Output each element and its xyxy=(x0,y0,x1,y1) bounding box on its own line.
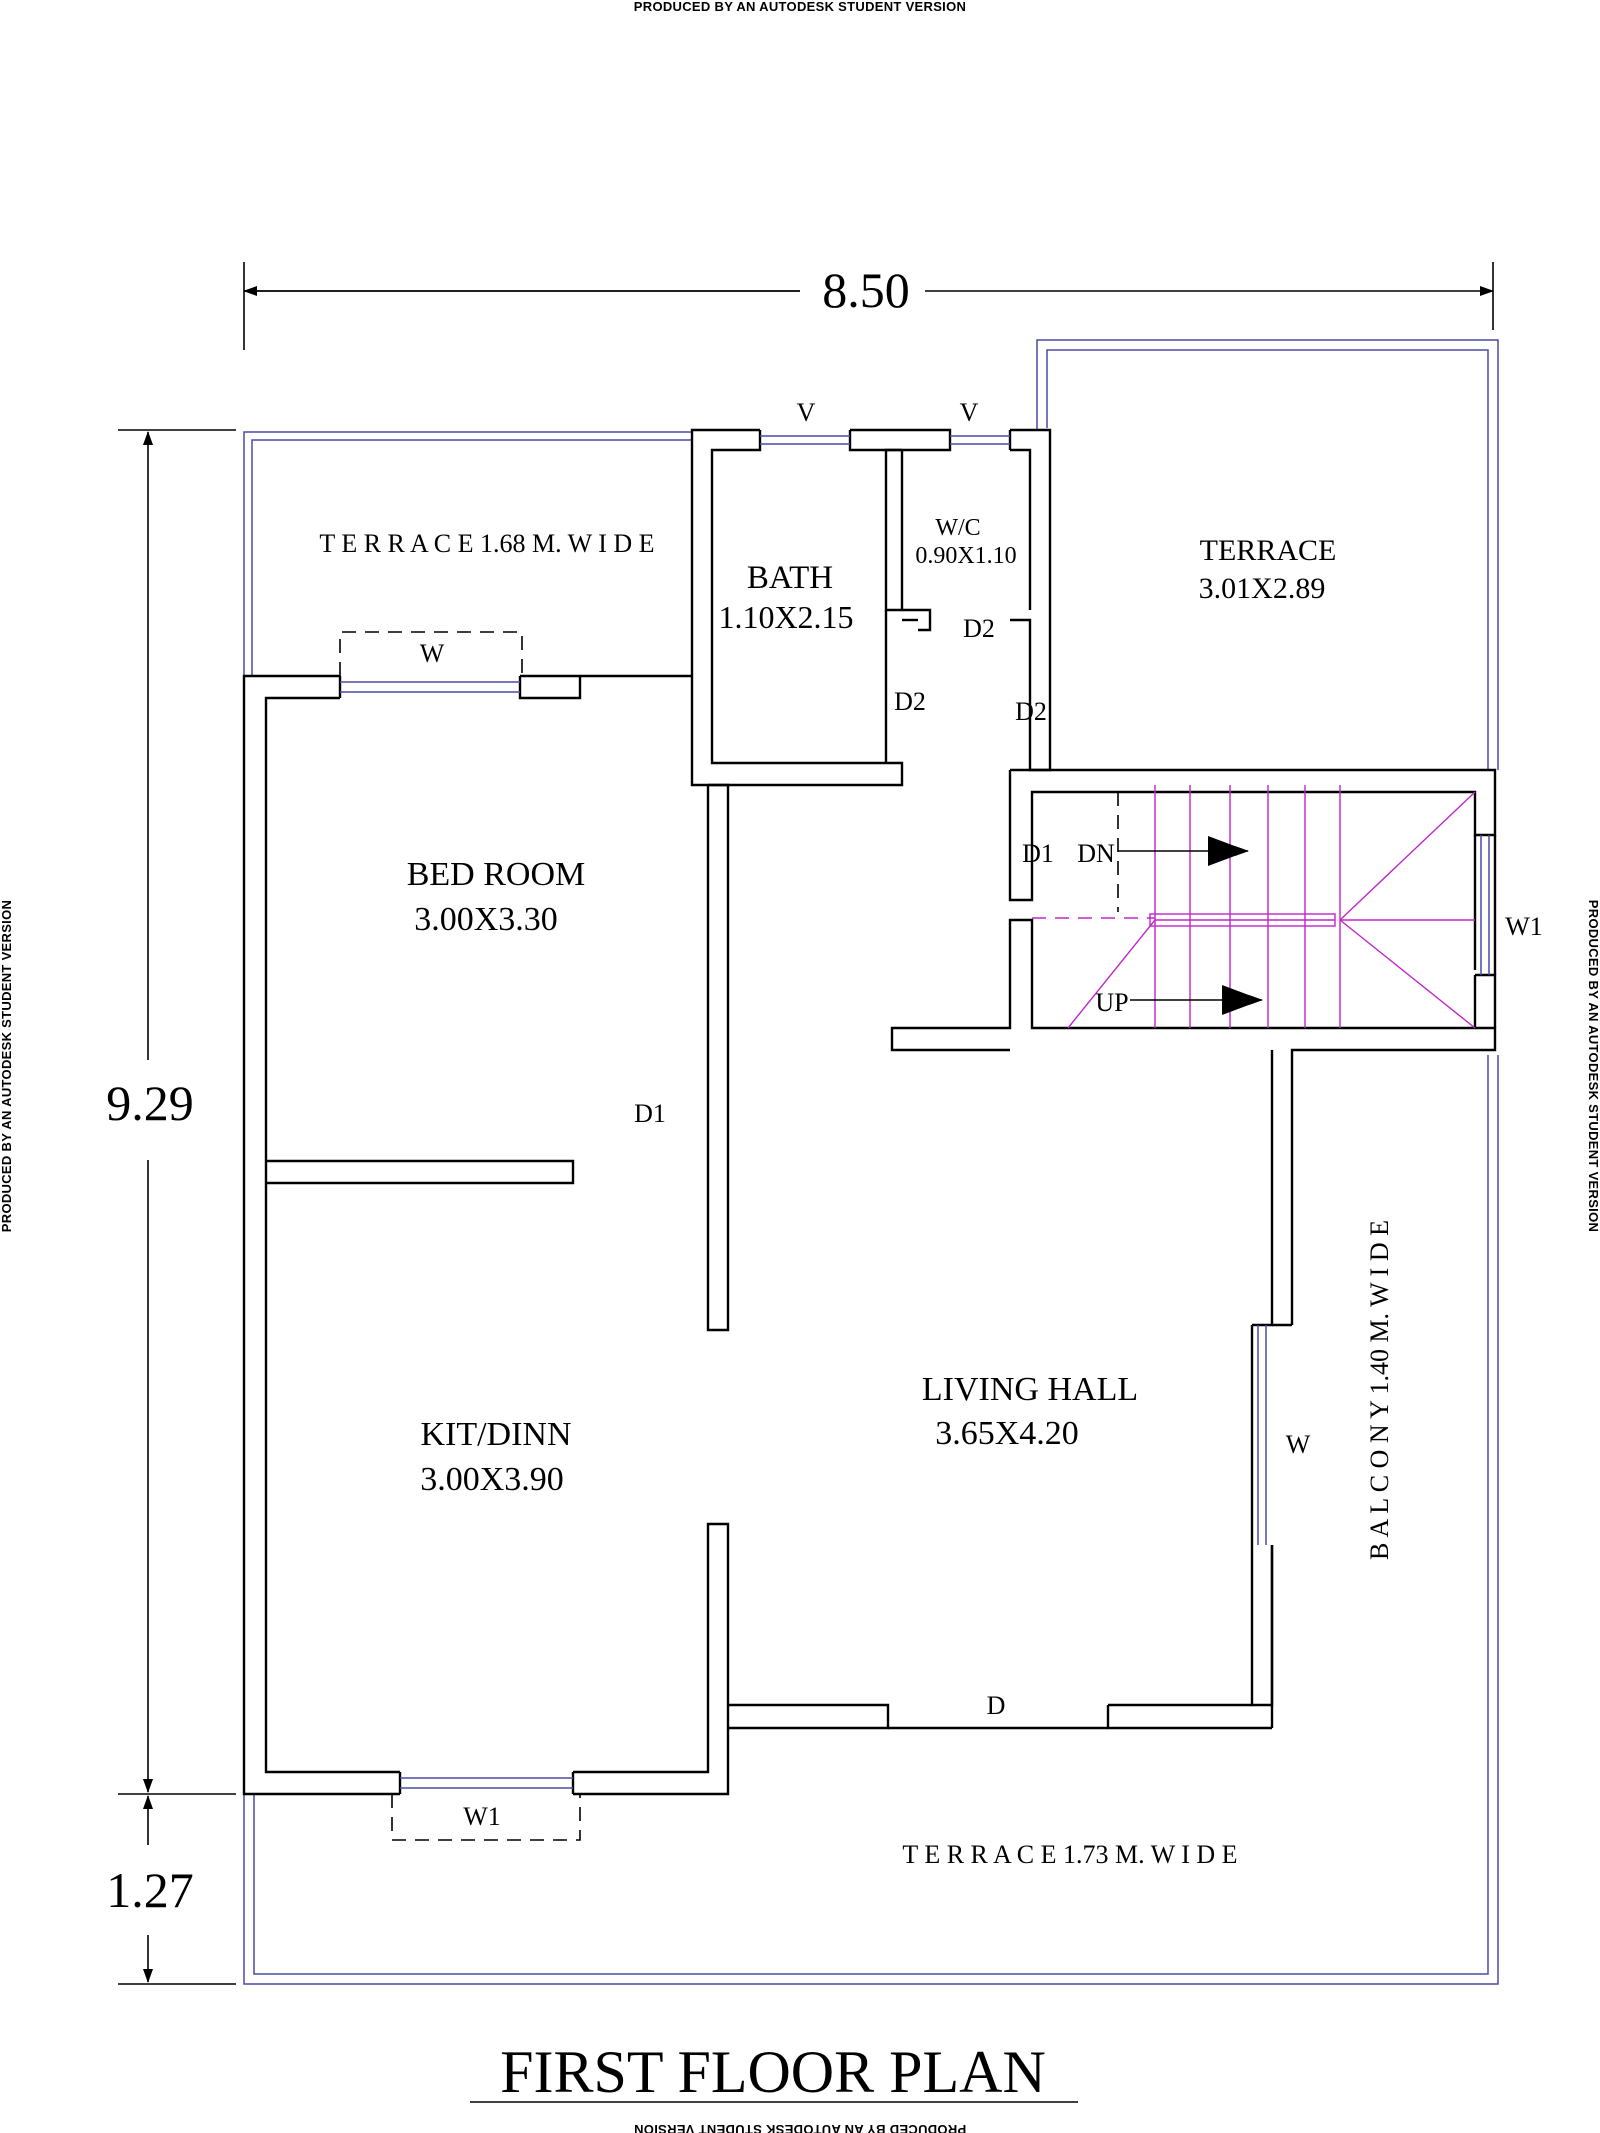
watermark-top: PRODUCED BY AN AUTODESK STUDENT VERSION xyxy=(634,0,966,14)
kitchen-size: 3.00X3.90 xyxy=(420,1461,564,1498)
stair-down-label: DN xyxy=(1077,839,1115,868)
bath-size: 1.10X2.15 xyxy=(718,599,853,635)
wc-size: 0.90X1.10 xyxy=(915,543,1016,569)
watermark-bottom: PRODUCED BY AN AUTODESK STUDENT VERSION xyxy=(634,2122,966,2133)
ventilator-wc-label: V xyxy=(960,398,979,427)
depth-dimension-label: 9.29 xyxy=(106,1075,194,1131)
door-terrace-label: D2 xyxy=(1015,697,1047,726)
window-stair-label: W1 xyxy=(1505,912,1543,941)
door-bedroom-label: D1 xyxy=(634,1099,666,1128)
balcony-label: B A L C O N Y 1.40 M. W I D E xyxy=(1365,1220,1394,1560)
terrace-right-size: 3.01X2.89 xyxy=(1199,572,1326,605)
terrace-rear-label: T E R R A C E 1.68 M. W I D E xyxy=(319,529,654,558)
width-dimension: 8.50 xyxy=(243,262,1494,350)
living-hall-size: 3.65X4.20 xyxy=(935,1415,1079,1452)
width-dimension-label: 8.50 xyxy=(822,262,910,318)
kitchen-label: KIT/DINN xyxy=(420,1416,571,1453)
door-stair-label: D1 xyxy=(1022,839,1054,868)
glazing xyxy=(340,435,1490,1789)
drawing-title: FIRST FLOOR PLAN xyxy=(500,2039,1046,2105)
wc-label: W/C xyxy=(935,515,980,541)
bedroom-label: BED ROOM xyxy=(407,856,586,893)
stair-up-label: UP xyxy=(1095,988,1128,1017)
window-living-label: W xyxy=(1286,1430,1311,1459)
parapets xyxy=(243,339,1499,1985)
window-bedroom-label: W xyxy=(420,639,445,668)
door-living-label: D xyxy=(987,1691,1006,1720)
terrace-front-label: T E R R A C E 1.73 M. W I D E xyxy=(902,1840,1237,1869)
walls xyxy=(242,428,1497,1796)
door-bath-label: D2 xyxy=(894,687,926,716)
bedroom-size: 3.00X3.30 xyxy=(414,901,558,938)
living-hall-label: LIVING HALL xyxy=(922,1371,1138,1408)
front-terrace-dimension-label: 1.27 xyxy=(106,1862,194,1918)
window-kitchen-label: W1 xyxy=(463,1802,501,1831)
door-wc-label: D2 xyxy=(963,614,995,643)
bath-label: BATH xyxy=(747,560,833,596)
ventilator-bath-label: V xyxy=(797,398,816,427)
watermark-left: PRODUCED BY AN AUTODESK STUDENT VERSION xyxy=(0,900,14,1232)
depth-dimension: 9.29 1.27 xyxy=(106,429,236,1985)
window-projections xyxy=(339,631,581,1841)
terrace-right-label: TERRACE xyxy=(1200,534,1337,567)
watermark-right: PRODUCED BY AN AUTODESK STUDENT VERSION xyxy=(1586,900,1600,1232)
staircase xyxy=(1032,785,1476,1029)
